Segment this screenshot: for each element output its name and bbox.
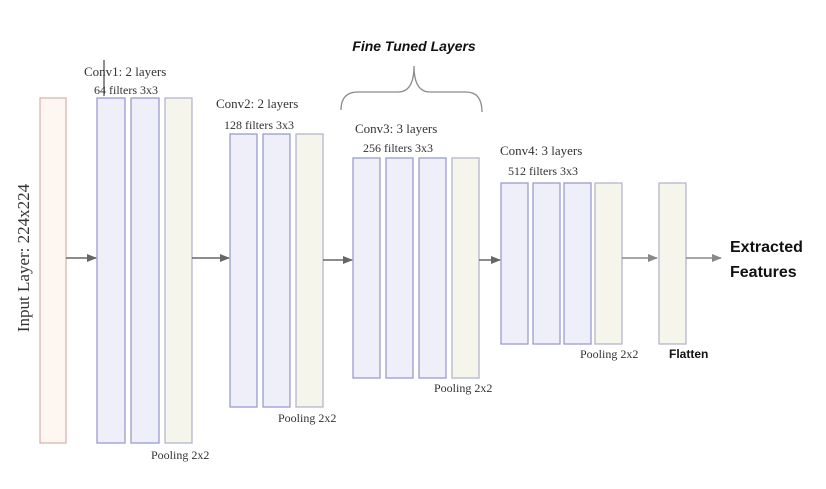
conv4-layer-2: [532, 182, 561, 345]
flatten-layer: [658, 182, 687, 345]
conv4-layer-3: [563, 182, 592, 345]
conv1-pooling-label: Pooling 2x2: [151, 448, 209, 462]
conv4-pooling-label: Pooling 2x2: [580, 347, 638, 361]
input-layer-rect: [39, 97, 67, 444]
output-label-line2: Features: [730, 264, 797, 281]
conv4-filters: 512 filters 3x3: [508, 164, 578, 178]
conv2-block: Conv2: 2 layers 128 filters 3x3 Pooling …: [216, 96, 336, 425]
conv3-layer-1: [352, 157, 381, 379]
conv4-block: Conv4: 3 layers 512 filters 3x3 Pooling …: [500, 143, 638, 361]
conv1-title: Conv1: 2 layers: [84, 64, 166, 79]
conv1-block: Conv1: 2 layers 64 filters 3x3 Pooling 2…: [84, 60, 209, 462]
conv3-filters: 256 filters 3x3: [363, 141, 433, 155]
conv1-layer-1: [96, 97, 126, 444]
fine-tuned-brace: [340, 65, 483, 113]
conv3-layer-3: [418, 157, 447, 379]
conv3-pooling-label: Pooling 2x2: [434, 381, 492, 395]
conv4-pooling-layer: [594, 182, 623, 345]
conv1-layer-2: [130, 97, 160, 444]
output-label-line1: Extracted: [730, 239, 803, 256]
conv1-filters: 64 filters 3x3: [94, 83, 158, 97]
conv2-pooling-label: Pooling 2x2: [278, 411, 336, 425]
conv2-title: Conv2: 2 layers: [216, 96, 298, 111]
conv1-pooling-layer: [164, 97, 193, 444]
conv3-title: Conv3: 3 layers: [355, 121, 437, 136]
conv4-title: Conv4: 3 layers: [500, 143, 582, 158]
conv3-pooling-layer: [451, 157, 480, 379]
conv2-layer-1: [229, 133, 258, 408]
conv3-layer-2: [385, 157, 414, 379]
input-layer-label: Input Layer: 224x224: [14, 183, 33, 332]
conv2-layer-2: [262, 133, 291, 408]
fine-tuned-label: Fine Tuned Layers: [352, 38, 476, 54]
conv4-layer-1: [500, 182, 529, 345]
conv2-filters: 128 filters 3x3: [224, 118, 294, 132]
flatten-label: Flatten: [669, 347, 708, 361]
conv3-block: Conv3: 3 layers 256 filters 3x3 Pooling …: [352, 121, 492, 395]
conv2-pooling-layer: [295, 133, 324, 408]
